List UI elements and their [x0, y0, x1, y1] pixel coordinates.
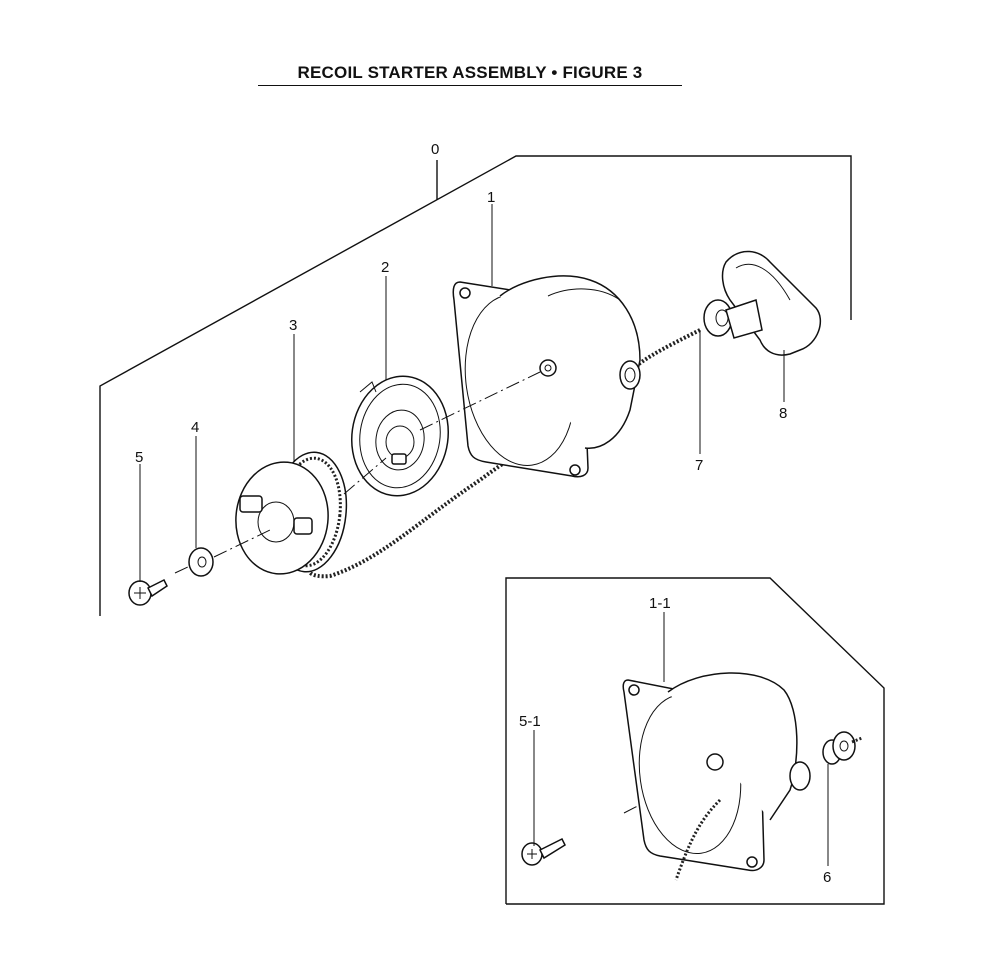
leader-lines — [139, 204, 829, 866]
callout-1: 1 — [487, 189, 495, 206]
callout-3: 3 — [289, 317, 297, 334]
callout-5: 5 — [135, 449, 143, 466]
screw — [128, 578, 168, 606]
rope-grommet — [822, 731, 863, 765]
alternate-screw — [521, 837, 566, 866]
callout-5-1: 5-1 — [519, 713, 541, 730]
callout-2: 2 — [381, 259, 389, 276]
starter-case — [452, 275, 641, 478]
starter-handle — [721, 250, 821, 356]
starter-rope — [307, 328, 701, 579]
rope-guide — [703, 299, 733, 337]
alternate-starter-case — [622, 672, 811, 881]
washer — [188, 547, 214, 577]
callout-8: 8 — [779, 405, 787, 422]
inset-box — [505, 577, 885, 905]
recoil-spring — [350, 375, 450, 497]
rope-reel — [235, 451, 348, 575]
figure-title: RECOIL STARTER ASSEMBLY • FIGURE 3 — [258, 63, 682, 86]
callout-7: 7 — [695, 457, 703, 474]
callout-4: 4 — [191, 419, 199, 436]
callout-0: 0 — [431, 141, 439, 158]
callout-6: 6 — [823, 869, 831, 886]
assembly-bracket — [99, 155, 852, 616]
callout-1-1: 1-1 — [649, 595, 671, 612]
